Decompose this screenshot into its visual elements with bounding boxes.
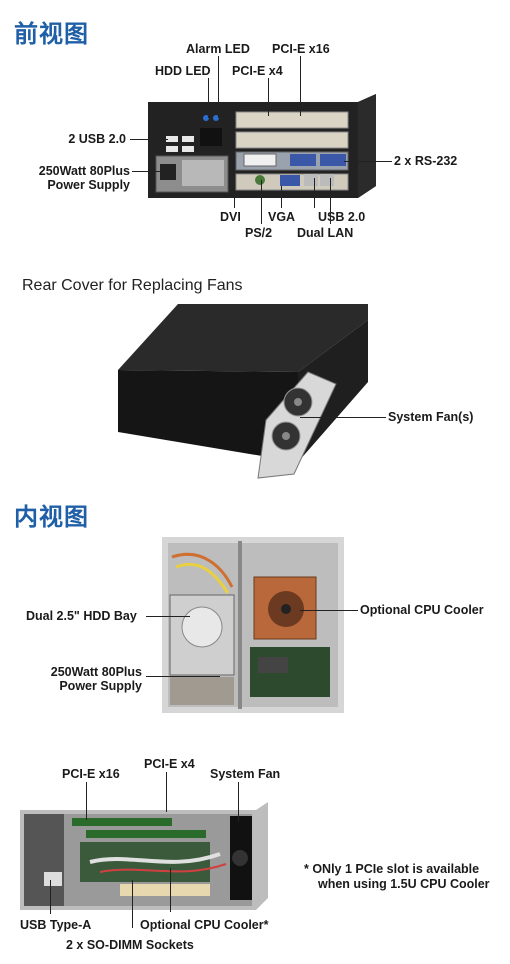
label-psu-line1: 250Watt 80Plus bbox=[38, 164, 130, 178]
leader-side-cpu-cooler bbox=[170, 868, 171, 912]
label-system-fans: System Fan(s) bbox=[388, 410, 474, 424]
leader-pcie-x16 bbox=[300, 56, 301, 116]
rear-cover-title: Rear Cover for Replacing Fans bbox=[22, 277, 243, 294]
front-view-title: 前视图 bbox=[14, 20, 89, 48]
front-chassis-image bbox=[148, 94, 376, 198]
label-alarm-led: Alarm LED bbox=[186, 42, 250, 56]
leader-side-pcie-x4 bbox=[166, 772, 167, 812]
leader-dual-lan bbox=[330, 178, 331, 224]
label-side-pcie-x16: PCI-E x16 bbox=[62, 767, 120, 781]
label-pcie-x4: PCI-E x4 bbox=[232, 64, 283, 78]
label-usb-type-a: USB Type-A bbox=[20, 918, 92, 932]
label-usb20: USB 2.0 bbox=[318, 210, 366, 224]
leader-usb-type-a bbox=[50, 880, 51, 914]
label-ps2: PS/2 bbox=[245, 226, 273, 240]
leader-hdd-bay bbox=[146, 616, 190, 617]
label-rs232: 2 x RS-232 bbox=[394, 154, 458, 168]
leader-inner-psu bbox=[146, 676, 220, 677]
label-psu-line2: Power Supply bbox=[47, 178, 130, 192]
label-inner-psu-line2: Power Supply bbox=[59, 679, 142, 693]
label-side-system-fan: System Fan bbox=[210, 767, 281, 781]
leader-side-system-fan bbox=[238, 782, 239, 822]
label-vga: VGA bbox=[268, 210, 296, 224]
inner-chassis-image bbox=[162, 537, 344, 713]
label-inner-psu-line1: 250Watt 80Plus bbox=[50, 665, 142, 679]
leader-hdd-led bbox=[208, 78, 209, 118]
leader-dvi bbox=[234, 178, 235, 208]
label-sodimm: 2 x SO-DIMM Sockets bbox=[66, 938, 194, 952]
label-dvi: DVI bbox=[220, 210, 241, 224]
label-2-usb20: 2 USB 2.0 bbox=[68, 132, 126, 146]
leader-psu bbox=[132, 171, 164, 172]
label-cpu-cooler-inner: Optional CPU Cooler bbox=[360, 603, 484, 617]
label-dual-lan: Dual LAN bbox=[297, 226, 354, 240]
leader-cpu-cooler-inner bbox=[300, 610, 358, 611]
pcie-note-line2: when using 1.5U CPU Cooler bbox=[318, 877, 490, 891]
leader-alarm-led bbox=[218, 56, 219, 118]
leader-2-usb20 bbox=[130, 139, 168, 140]
label-hdd-bay: Dual 2.5" HDD Bay bbox=[26, 609, 137, 623]
rear-cover-image bbox=[118, 304, 368, 479]
label-side-cpu-cooler: Optional CPU Cooler* bbox=[140, 918, 269, 932]
side-chassis-image bbox=[20, 802, 268, 910]
leader-usb20 bbox=[314, 178, 315, 208]
label-hdd-led: HDD LED bbox=[155, 64, 211, 78]
leader-ps2 bbox=[261, 180, 262, 224]
leader-pcie-x4 bbox=[268, 78, 269, 116]
pcie-note-line1: * ONly 1 PCIe slot is available bbox=[304, 862, 480, 876]
leader-system-fans bbox=[300, 417, 386, 418]
label-side-pcie-x4: PCI-E x4 bbox=[144, 757, 195, 771]
leader-side-pcie-x16 bbox=[86, 782, 87, 820]
inner-view-title: 内视图 bbox=[14, 503, 89, 531]
leader-sodimm bbox=[132, 880, 133, 928]
leader-rs232 bbox=[344, 161, 392, 162]
leader-vga bbox=[281, 186, 282, 208]
label-pcie-x16: PCI-E x16 bbox=[272, 42, 330, 56]
